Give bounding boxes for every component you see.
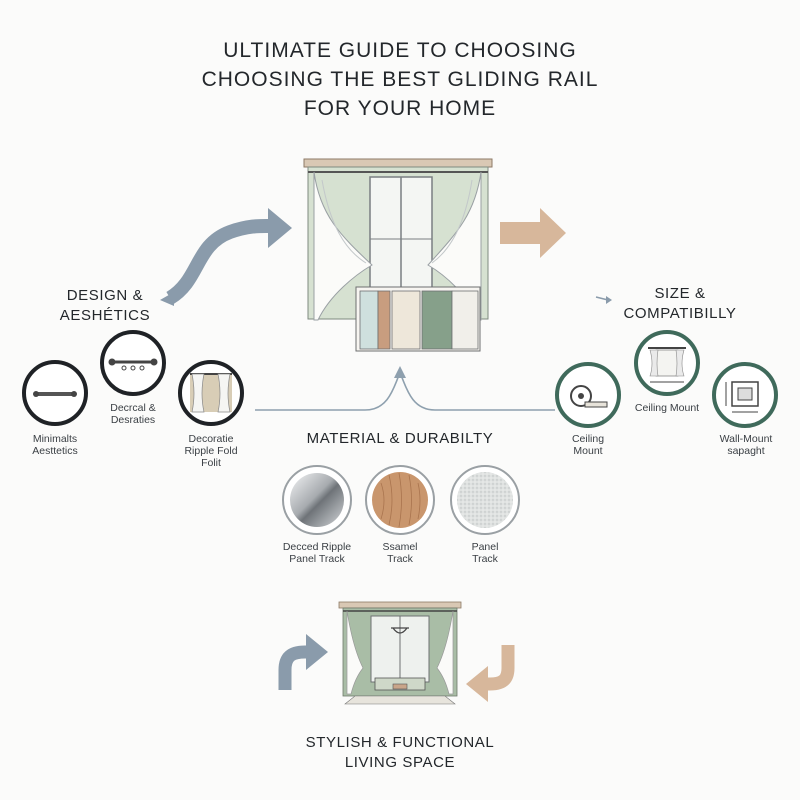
size-item-2-label: Ceiling Mount <box>634 402 700 414</box>
design-item-2-circle[interactable] <box>100 330 166 396</box>
material-item-3-circle[interactable] <box>450 465 520 535</box>
material-heading: MATERIAL & DURABILTY <box>306 430 494 447</box>
window-illustration <box>300 155 495 355</box>
result-heading: STYLISH & FUNCTIONAL LIVING SPACE <box>305 734 495 771</box>
living-space-illustration <box>335 598 465 708</box>
wall-mount-frame-icon <box>725 381 759 413</box>
size-item-3-circle[interactable] <box>712 362 778 428</box>
material-item-1-circle[interactable] <box>282 465 352 535</box>
small-arrow-head-left <box>160 292 174 306</box>
tape-measure-icon <box>570 385 608 408</box>
design-item-3-label: Decoratie Ripple Fold Folit <box>184 433 238 469</box>
tan-arrow-bottom-right <box>466 666 488 702</box>
ripple-fold-curtain-icon <box>190 373 232 413</box>
design-item-1-circle[interactable] <box>22 360 88 426</box>
material-item-1-label: Decced Ripple Panel Track <box>282 541 352 565</box>
curtain-window-icon <box>303 158 493 352</box>
size-heading: SIZE & COMPATIBILLY <box>623 285 737 322</box>
wood-swatch-icon <box>372 472 428 528</box>
title-line-3: FOR YOUR HOME <box>303 97 497 120</box>
material-item-2-circle[interactable] <box>365 465 435 535</box>
curved-arrow-head <box>268 208 292 248</box>
ceiling-mount-curtain-icon <box>648 347 686 383</box>
design-item-3-circle[interactable] <box>178 360 244 426</box>
size-item-3-label: Wall-Mount sapaght <box>719 433 773 457</box>
curved-arrow-upper-left <box>165 218 273 304</box>
metal-swatch-icon <box>290 473 344 527</box>
design-heading: DESIGN & AESHÉTICS <box>59 287 151 324</box>
size-item-1-circle[interactable] <box>555 362 621 428</box>
title-line-1: ULTIMATE GUIDE TO CHOOSING <box>223 39 577 62</box>
size-item-2-circle[interactable] <box>634 330 700 396</box>
minimal-rail-icon <box>33 391 77 397</box>
page-title: ULTIMATE GUIDE TO CHOOSING CHOOSING THE … <box>0 36 800 123</box>
design-item-2-label: Decrcal & Desraties <box>110 402 156 426</box>
size-item-1-label: Ceiling Mount <box>571 433 605 457</box>
tan-arrow-right <box>500 208 566 258</box>
living-room-icon <box>338 601 462 705</box>
material-item-2-label: Ssamel Track <box>382 541 418 565</box>
fabric-swatch-icon <box>457 472 513 528</box>
blue-arrow-bottom-left <box>306 634 328 670</box>
design-item-1-label: Minimalts Aesttetics <box>32 433 78 457</box>
title-line-2: CHOOSING THE BEST GLIDING RAIL <box>201 68 599 91</box>
decorative-rod-icon <box>108 358 158 371</box>
material-item-3-label: Panel Track <box>471 541 499 565</box>
